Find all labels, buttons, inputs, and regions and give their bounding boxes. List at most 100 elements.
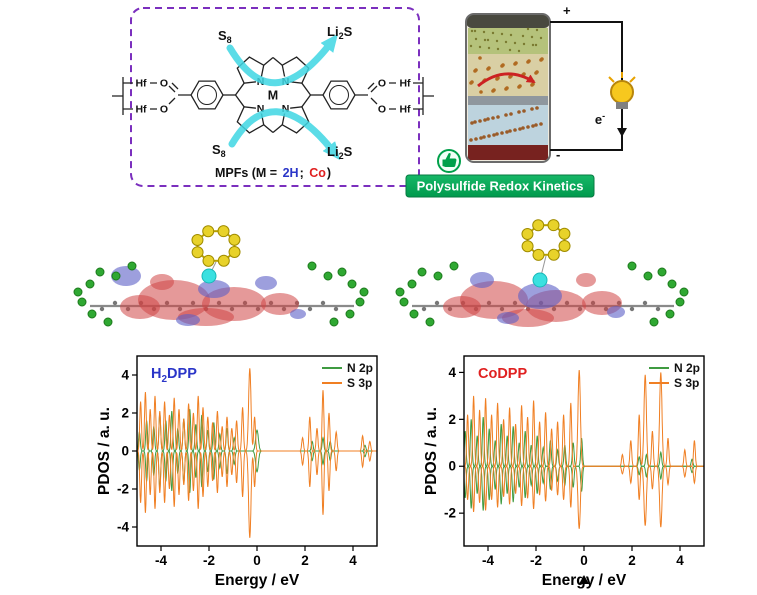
- approval-stamp: [437, 149, 461, 173]
- title-post: DPP: [167, 366, 197, 382]
- x-axis-label: Energy / eV: [214, 572, 300, 589]
- battery-outline: [465, 13, 551, 163]
- lower-speckles: [469, 106, 543, 142]
- battery-cathode-layer: [468, 28, 548, 54]
- peripheral-atoms: [73, 261, 369, 327]
- plot-series: [464, 370, 704, 529]
- battery-illustration: [465, 13, 551, 163]
- title-pre: CoDPP: [478, 366, 528, 382]
- y-axis-label: PDOS / a. u.: [96, 407, 113, 495]
- y-axis-label: PDOS / a. u.: [423, 407, 440, 495]
- lithium-ion: [532, 255, 548, 288]
- y-tick-label: 4: [121, 368, 129, 383]
- plot-series: [137, 368, 377, 538]
- plot-legend: N 2p S 3p: [648, 360, 700, 390]
- bulb-base: [616, 102, 628, 109]
- metal-center-label: M: [268, 89, 278, 103]
- s8-to-li2s-arrow-top: [226, 33, 339, 87]
- o-atom-label: O: [378, 104, 386, 116]
- mpf-caption: MPFs (M = 2H; Co): [215, 166, 331, 180]
- polysulfide-speckles: [469, 56, 544, 94]
- battery-separator: [468, 96, 548, 105]
- banner-background: [405, 174, 595, 198]
- title-sub: 2: [161, 373, 168, 385]
- conversion-arrows: [226, 33, 341, 161]
- o-atom-label: O: [160, 78, 168, 90]
- y-tick-label: 0: [448, 459, 456, 474]
- isosurface-model-codpp: [395, 219, 689, 327]
- y-tick-label: 0: [121, 444, 129, 459]
- legend-line-s3p: [321, 381, 342, 384]
- plot-legend: N 2p S 3p: [321, 360, 373, 390]
- n-atom-label: N: [282, 103, 290, 115]
- caption-co: Co: [309, 166, 326, 180]
- plot-title-codpp: CoDPP: [478, 366, 527, 385]
- negative-terminal-label: -: [556, 147, 560, 162]
- battery-top-cap: [466, 14, 550, 28]
- zero-energy-marker: [579, 575, 589, 584]
- li2s-s: S: [344, 144, 353, 159]
- legend-label-n2p: N 2p: [673, 360, 700, 375]
- li2s-label-top: Li2S: [327, 24, 353, 41]
- circuit-wire: [550, 21, 623, 151]
- x-tick-label: 2: [628, 553, 636, 568]
- legend-entry-n2p: N 2p: [321, 360, 373, 375]
- legend-entry-n2p: N 2p: [648, 360, 700, 375]
- legend-line-n2p: [321, 366, 342, 369]
- caption-sep: ;: [300, 166, 308, 180]
- s8-subscript: 8: [227, 35, 232, 45]
- hafnium-node-right: O O Hf Hf: [355, 76, 434, 117]
- hf-atom-label: Hf: [399, 78, 411, 90]
- o-atom-label: O: [378, 78, 386, 90]
- s8-label-bottom: S8: [212, 142, 226, 159]
- battery-anode-layer: [468, 145, 548, 160]
- isosurface-model-h2dpp: [73, 225, 369, 327]
- y-tick-label: -2: [117, 482, 129, 497]
- x-tick-label: -2: [530, 553, 542, 568]
- caption-suffix: ): [327, 166, 331, 180]
- y-tick-label: 4: [448, 365, 456, 380]
- o-atom-label: O: [160, 104, 168, 116]
- light-bulb: [608, 72, 636, 109]
- shuttle-arrow: [477, 72, 536, 88]
- bond-lines: [355, 77, 434, 115]
- n-atom-label: N: [257, 103, 265, 115]
- cathode-speckles: [469, 27, 543, 53]
- x-tick-label: 2: [301, 553, 309, 568]
- x-tick-label: 4: [349, 553, 357, 568]
- legend-entry-s3p: S 3p: [321, 375, 373, 390]
- negative-density-lobes: [470, 272, 625, 324]
- li2s-li: Li: [327, 24, 339, 39]
- s8-cluster: [191, 225, 241, 267]
- x-tick-label: -4: [155, 553, 167, 568]
- x-tick-label: -4: [482, 553, 494, 568]
- legend-label-s3p: S 3p: [346, 375, 373, 390]
- electron-direction-arrow: [617, 128, 627, 137]
- s8-base: S: [212, 142, 221, 157]
- electron-flow-label: e-: [595, 111, 605, 127]
- x-tick-label: 0: [580, 553, 588, 568]
- li2s-subscript: 2: [339, 151, 344, 161]
- legend-label-s3p: S 3p: [673, 375, 700, 390]
- li2s-li: Li: [327, 144, 339, 159]
- x-tick-label: 0: [253, 553, 261, 568]
- y-tick-label: 2: [121, 406, 129, 421]
- mof-dashed-box: [130, 7, 420, 187]
- title-pre: H: [151, 366, 162, 382]
- hf-atom-label: Hf: [135, 104, 147, 116]
- bond-lines: [112, 77, 191, 115]
- legend-line-n2p: [648, 366, 669, 369]
- external-circuit: + - e-: [550, 3, 636, 162]
- li2s-s: S: [344, 24, 353, 39]
- legend-entry-s3p: S 3p: [648, 375, 700, 390]
- y-tick-label: 2: [448, 412, 456, 427]
- negative-density-lobes: [111, 266, 306, 326]
- lithium-ion: [201, 261, 217, 284]
- legend-label-n2p: N 2p: [346, 360, 373, 375]
- caption-prefix: MPFs (M =: [215, 166, 281, 180]
